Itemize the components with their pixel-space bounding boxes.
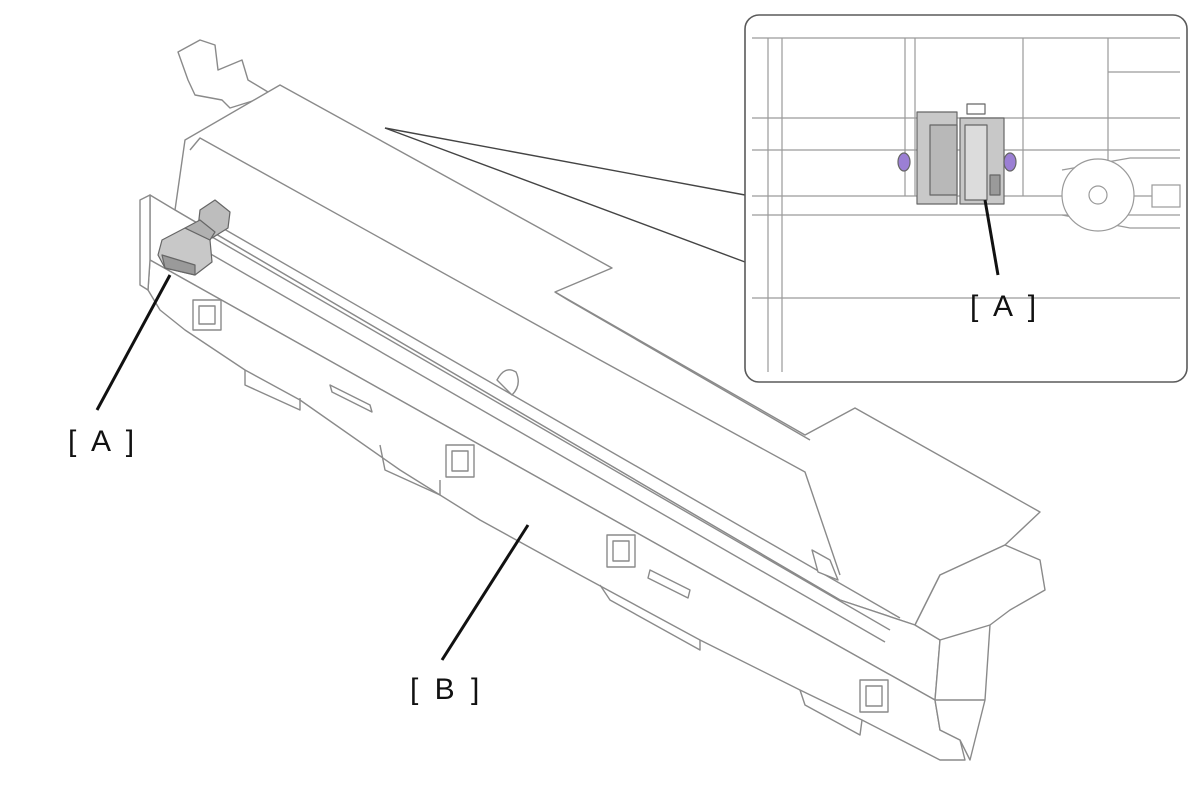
- inset-pointer: [384, 127, 746, 263]
- part-b-body: [139, 39, 1046, 761]
- leader-a-main: [95, 274, 172, 411]
- callout-a-inset: [ A ]: [970, 290, 1041, 323]
- part-a-inset: [897, 103, 1017, 205]
- leader-a-inset: [983, 199, 1000, 276]
- leader-b: [440, 524, 530, 661]
- leader-lines: [95, 199, 1000, 661]
- inset-detail: [744, 14, 1188, 383]
- callout-a-main: [ A ]: [68, 425, 139, 458]
- callout-b: [ B ]: [410, 673, 484, 706]
- part-a-main: [157, 199, 231, 276]
